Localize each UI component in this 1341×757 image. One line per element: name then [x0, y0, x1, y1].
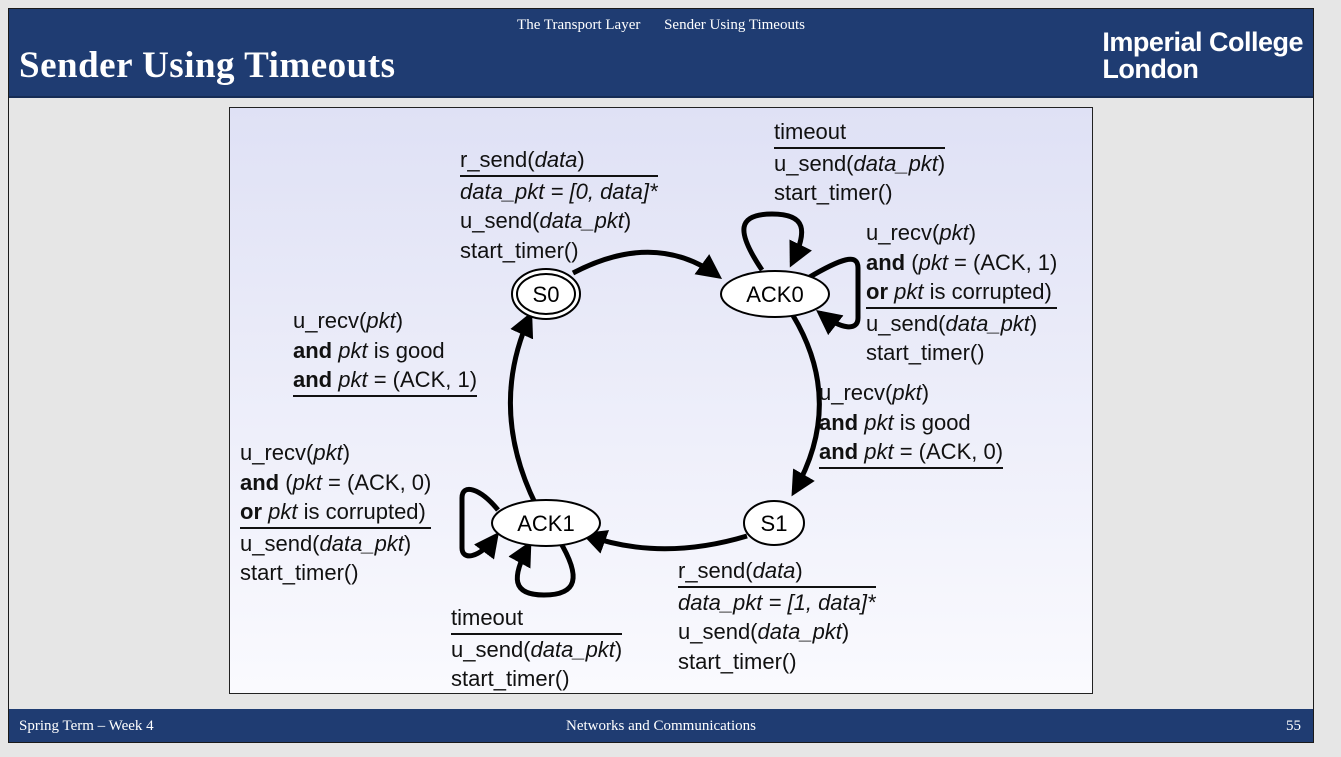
- label-ack1-timeout: timeout u_send(data_pkt) start_timer(): [451, 603, 623, 693]
- subsection-title: Sender Using Timeouts: [664, 17, 805, 33]
- label-condition: u_recv(pkt): [866, 220, 977, 245]
- state-ack0: ACK0: [720, 270, 830, 318]
- label-condition: and pkt = (ACK, 0): [819, 437, 1004, 469]
- label-event: timeout: [451, 603, 623, 635]
- loop-ack0-self: [806, 256, 861, 336]
- label-action: data_pkt = [0, data]*: [460, 178, 658, 204]
- label-ack1-to-s0: u_recv(pkt) and pkt is good and pkt = (A…: [293, 306, 478, 397]
- label-event: r_send(data): [678, 556, 876, 588]
- label-condition: u_recv(pkt): [240, 440, 351, 465]
- page-number: 55: [1286, 718, 1301, 734]
- label-condition: and pkt is good: [293, 337, 445, 363]
- label-condition: and (pkt = (ACK, 0): [240, 469, 432, 495]
- label-condition: or pkt is corrupted): [240, 497, 432, 529]
- label-action: u_send(data_pkt): [774, 150, 946, 176]
- footer-course: Networks and Communications: [566, 718, 756, 734]
- label-action: u_send(data_pkt): [240, 530, 412, 556]
- label-action: u_send(data_pkt): [678, 619, 850, 644]
- label-action: start_timer(): [774, 180, 893, 205]
- label-s1-to-ack1: r_send(data) data_pkt = [1, data]* u_sen…: [678, 556, 876, 676]
- slide: The Transport Layer Sender Using Timeout…: [8, 8, 1314, 743]
- breadcrumb: The Transport Layer Sender Using Timeout…: [9, 17, 1313, 34]
- page-title: Sender Using Timeouts: [19, 45, 396, 86]
- logo-line-2: London: [1102, 54, 1199, 84]
- state-s1-label: S1: [761, 511, 788, 536]
- label-action: start_timer(): [678, 648, 797, 674]
- label-action: u_send(data_pkt): [866, 310, 1038, 336]
- logo-line-1: Imperial College: [1102, 27, 1303, 57]
- label-ack0-timeout: timeout u_send(data_pkt) start_timer(): [774, 117, 946, 208]
- label-ack1-self: u_recv(pkt) and (pkt = (ACK, 0) or pkt i…: [240, 438, 432, 588]
- label-action: start_timer(): [451, 666, 570, 691]
- label-event: r_send(data): [460, 145, 658, 177]
- label-condition: u_recv(pkt): [293, 308, 404, 333]
- label-action: start_timer(): [460, 237, 579, 263]
- label-ack0-self: u_recv(pkt) and (pkt = (ACK, 1) or pkt i…: [866, 218, 1058, 368]
- label-action: u_send(data_pkt): [460, 208, 632, 233]
- state-ack0-label: ACK0: [746, 282, 803, 307]
- label-condition: and (pkt = (ACK, 1): [866, 249, 1058, 275]
- edge-s1-ack1: [581, 530, 748, 554]
- fsm-graph: S0 ACK0 S1 ACK1: [459, 211, 861, 598]
- slide-header: The Transport Layer Sender Using Timeout…: [9, 9, 1313, 98]
- label-action: start_timer(): [866, 340, 985, 365]
- state-ack1-label: ACK1: [517, 511, 574, 536]
- imperial-logo: Imperial College London: [1102, 29, 1303, 83]
- label-s0-to-ack0: r_send(data) data_pkt = [0, data]* u_sen…: [460, 145, 658, 265]
- edge-ack0-s1: [784, 304, 822, 497]
- label-condition: and pkt = (ACK, 1): [293, 365, 478, 397]
- label-action: start_timer(): [240, 560, 359, 585]
- label-event: timeout: [774, 117, 946, 149]
- label-condition: or pkt is corrupted): [866, 277, 1058, 309]
- fsm-diagram: S0 ACK0 S1 ACK1 r_send(data) data_pkt = …: [229, 107, 1093, 694]
- label-condition: and pkt is good: [819, 409, 971, 435]
- loop-ack1-timeout: [508, 538, 576, 598]
- state-ack1: ACK1: [491, 499, 601, 547]
- state-s1: S1: [743, 500, 805, 546]
- label-condition: u_recv(pkt): [819, 380, 930, 405]
- edge-ack1-s0: [507, 311, 539, 507]
- loop-ack1-self: [459, 486, 500, 560]
- label-action: u_send(data_pkt): [451, 636, 623, 662]
- loop-ack0-timeout: [741, 211, 812, 272]
- state-s0: S0: [511, 268, 581, 320]
- label-action: data_pkt = [1, data]*: [678, 589, 876, 615]
- footer-term: Spring Term – Week 4: [19, 718, 154, 734]
- slide-footer: Spring Term – Week 4 Networks and Commun…: [9, 709, 1313, 742]
- section-title: The Transport Layer: [517, 17, 641, 33]
- state-s0-label: S0: [533, 282, 560, 307]
- edge-s0-ack0: [571, 249, 723, 279]
- label-ack0-to-s1: u_recv(pkt) and pkt is good and pkt = (A…: [819, 378, 1004, 469]
